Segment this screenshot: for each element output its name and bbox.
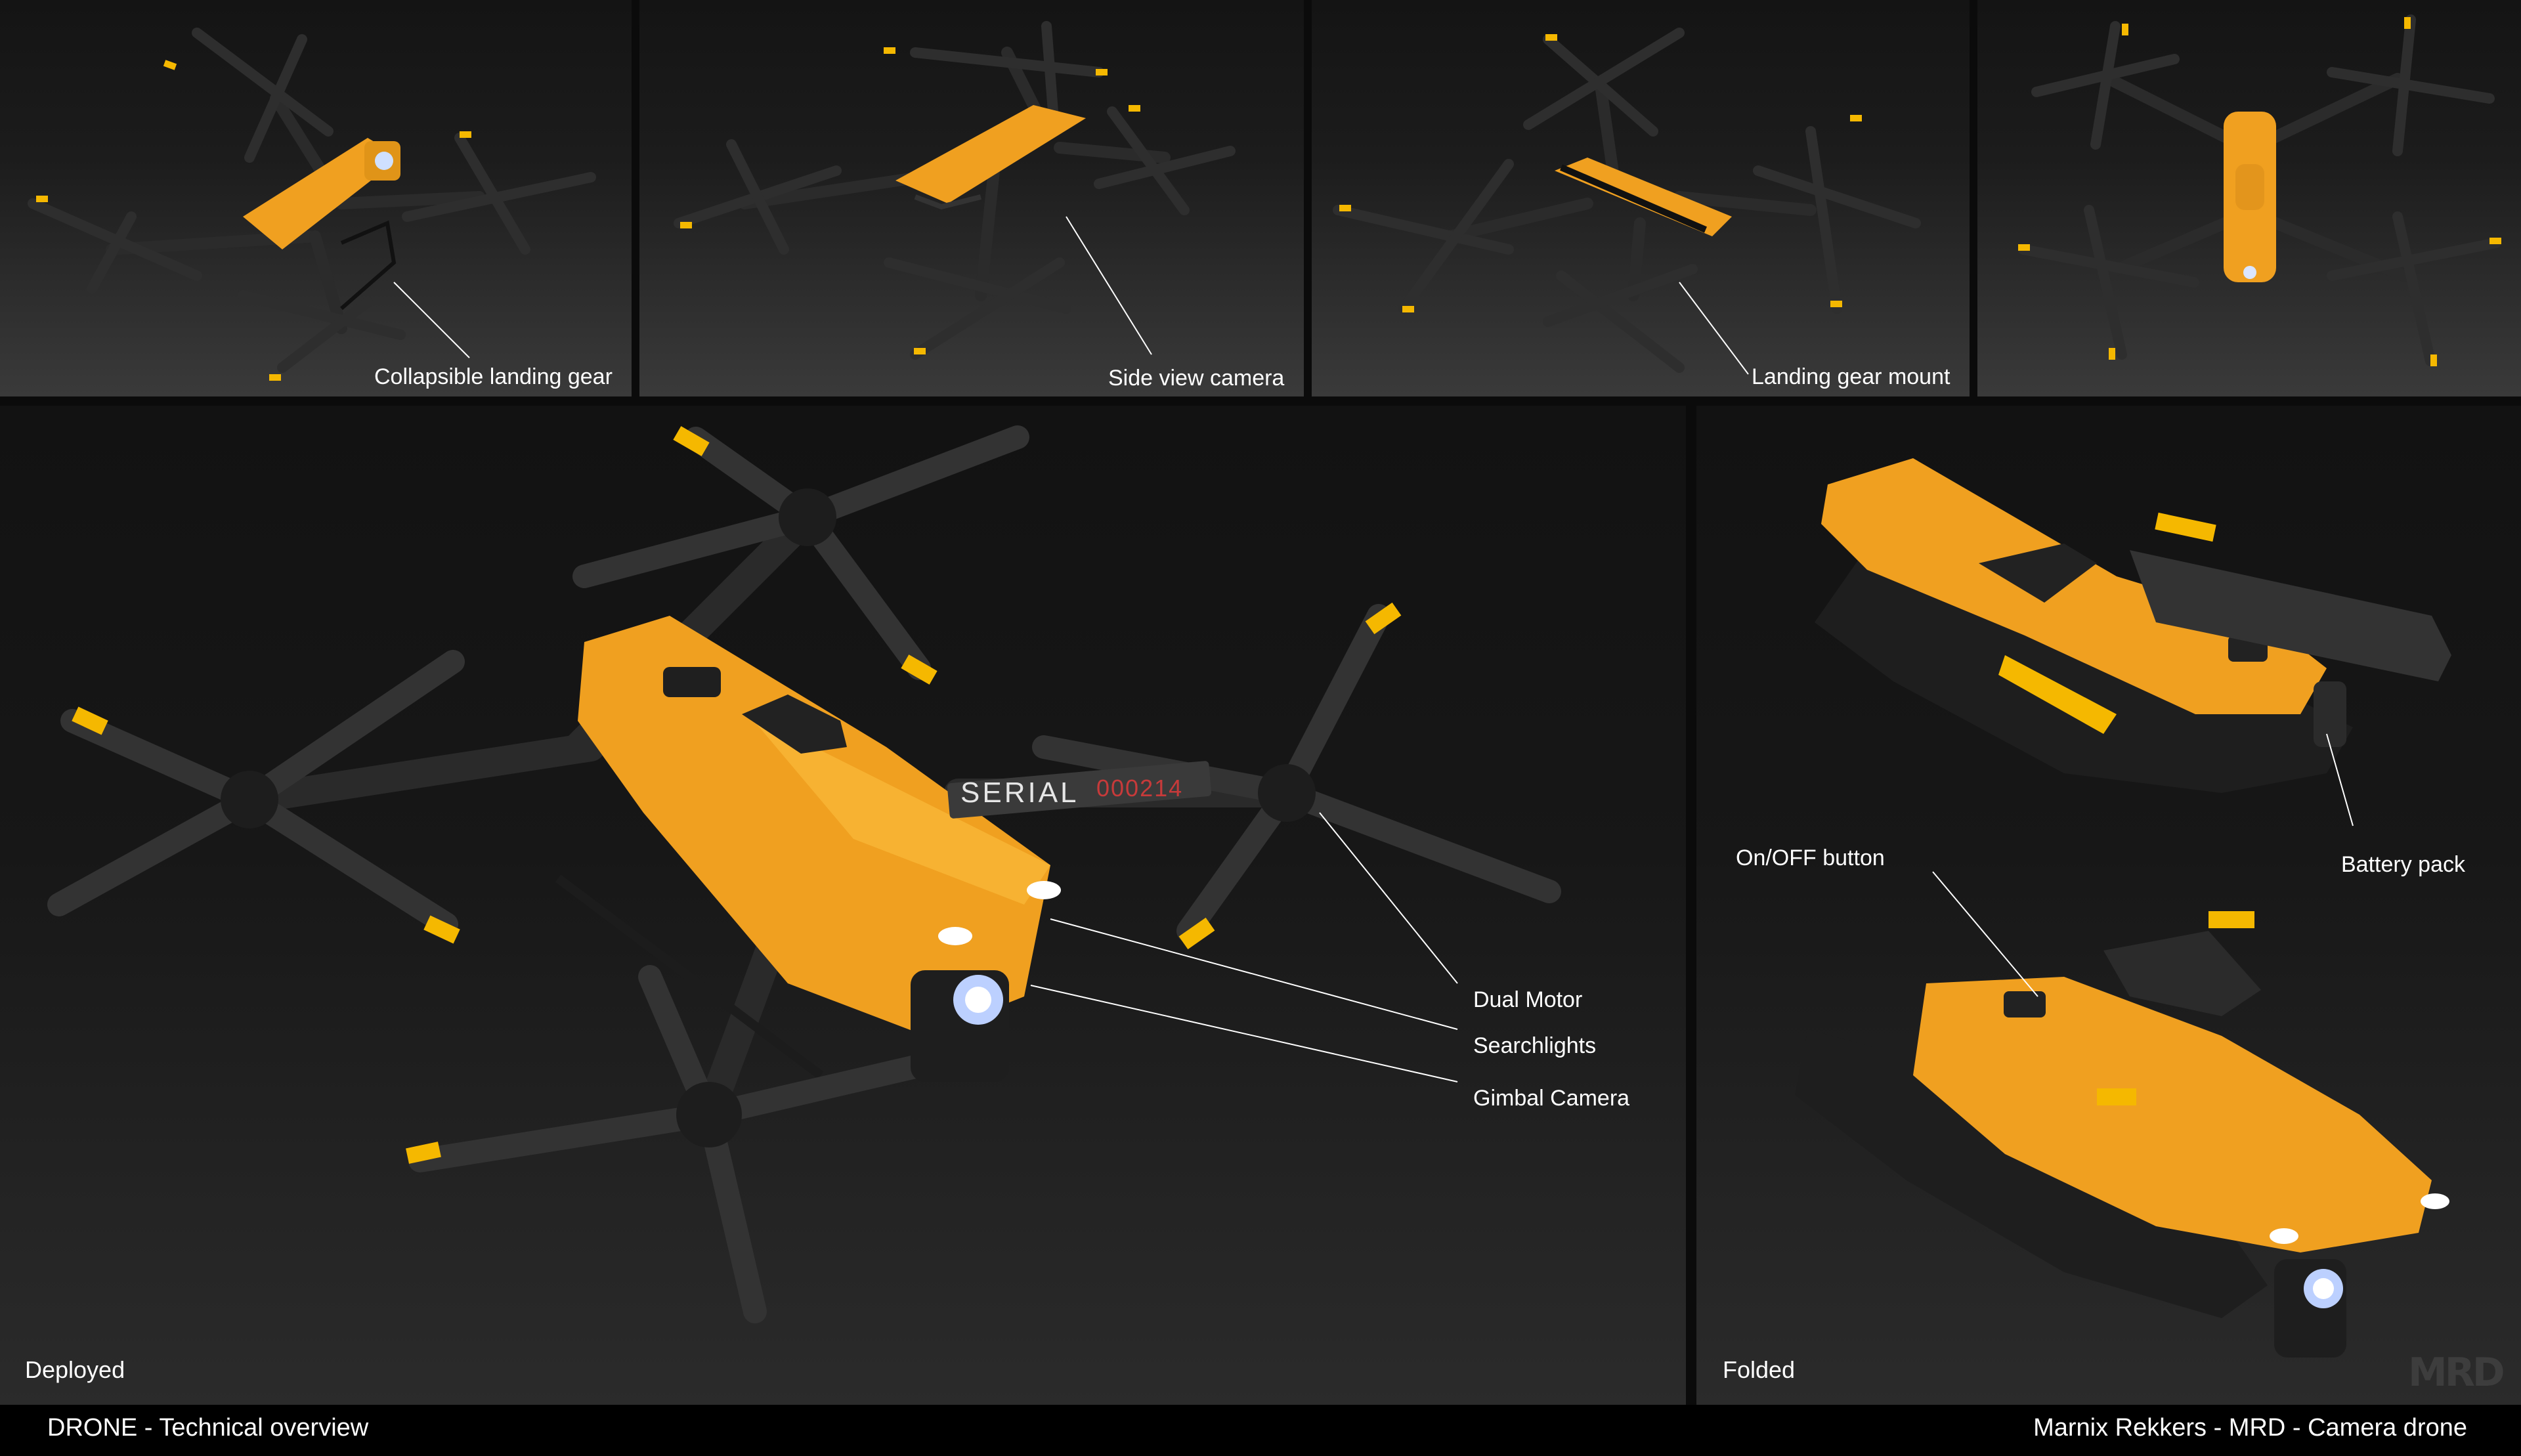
callout-gimbal-camera: Gimbal Camera	[1473, 1086, 1630, 1111]
serial-word: SERIAL	[960, 777, 1079, 809]
drone-render-side-camera	[674, 21, 1236, 360]
folded-label: Folded	[1723, 1356, 1796, 1383]
drone-render-gear-mount	[1333, 28, 1921, 375]
drone-render-top-view	[2018, 14, 2501, 366]
callout-on-off-button: On/OFF button	[1736, 846, 1885, 870]
drone-render-folded	[1795, 458, 2451, 1358]
callout-landing-gear-mount: Landing gear mount	[1752, 364, 1950, 389]
drone-render-deployed	[47, 425, 1561, 1323]
callout-battery-pack: Battery pack	[2341, 852, 2465, 877]
top-panel-2: Side view camera	[639, 0, 1304, 396]
callout-dual-motor: Dual Motor	[1473, 987, 1583, 1012]
footer-bar: DRONE - Technical overview Marnix Rekker…	[0, 1405, 2521, 1456]
footer-credit: Marnix Rekkers - MRD - Camera drone	[2033, 1414, 2467, 1442]
footer-title: DRONE - Technical overview	[47, 1414, 369, 1442]
top-panel-1: Collapsible landing gear	[0, 0, 632, 396]
mrd-watermark-logo: MRD	[2408, 1350, 2505, 1396]
top-panel-3: Landing gear mount	[1312, 0, 1970, 396]
top-panel-4	[1977, 0, 2521, 396]
deployed-panel: SERIAL 000214 Dual Motor Searchlights Gi…	[0, 406, 1686, 1405]
callout-side-view-camera: Side view camera	[1108, 366, 1285, 391]
callout-collapsible-landing-gear: Collapsible landing gear	[374, 364, 613, 389]
drone-render-landing-gear	[28, 28, 596, 381]
serial-number: 000214	[1096, 775, 1184, 802]
deployed-label: Deployed	[25, 1356, 125, 1383]
folded-panel: On/OFF button Battery pack Folded	[1696, 406, 2521, 1405]
callout-searchlights: Searchlights	[1473, 1033, 1597, 1058]
